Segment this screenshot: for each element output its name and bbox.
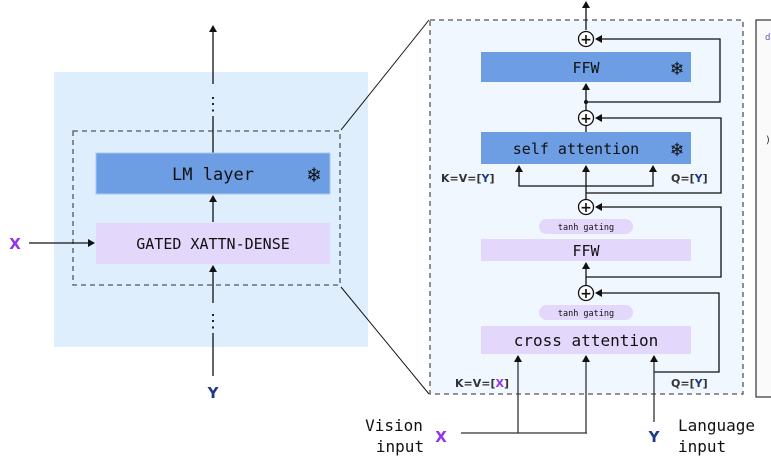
cross-attention-label: cross attention — [514, 331, 659, 350]
self-attention-block — [481, 132, 691, 164]
plus-icon: + — [580, 32, 592, 48]
lm-layer-block — [95, 152, 331, 195]
snowflake-icon: ❄ — [671, 56, 683, 80]
left-y-label: Y — [207, 384, 220, 402]
tanh-gating-label: tanh gating — [558, 223, 614, 233]
lm-layer-label: LM layer — [172, 165, 254, 185]
tanh-gating-badge-xattn — [539, 305, 633, 320]
zoom-connector-top — [340, 19, 430, 131]
gated-xattn-dense-label: GATED XATTN-DENSE — [136, 235, 290, 253]
language-input-label-line1: Language — [678, 416, 755, 435]
snowflake-icon: ❄ — [307, 163, 320, 188]
self-kv-arrow — [515, 165, 586, 187]
self-attention-label: self attention — [513, 140, 639, 158]
ffw-frozen-label: FFW — [572, 59, 600, 77]
branch-dot — [584, 100, 588, 104]
language-y-label: Y — [648, 428, 661, 446]
plus-icon: + — [580, 111, 592, 127]
residual-add-2 — [577, 109, 595, 127]
ffw-frozen-block — [481, 52, 691, 82]
ffw-gated-label: FFW — [572, 242, 600, 260]
left-x-label: X — [9, 235, 21, 253]
top-ellipsis: ⋮ — [204, 94, 222, 115]
ffw-gated-block — [481, 239, 691, 261]
gated-xattn-dense-block — [96, 223, 330, 264]
code-panel — [755, 19, 771, 398]
self-kv-label: K=V=[Y] — [441, 172, 495, 185]
zoom-region-box — [72, 130, 341, 286]
cross-kv-label: K=V=[X] — [455, 377, 509, 390]
outer-panel — [54, 72, 368, 347]
vision-input-label-line1: Vision — [365, 416, 423, 435]
residual-add-4 — [577, 284, 595, 302]
residual-skip-3 — [586, 203, 722, 278]
vision-x-label: X — [435, 428, 447, 446]
cross-attention-block — [481, 326, 691, 354]
code-fragment-paren: ) — [765, 135, 771, 146]
residual-skip-1 — [586, 35, 721, 103]
snowflake-icon: ❄ — [671, 137, 683, 161]
tanh-gating-label: tanh gating — [558, 309, 614, 319]
bottom-ellipsis: ⋮ — [204, 311, 222, 332]
self-q-label: Q=[Y] — [671, 172, 708, 185]
vision-input-label-line2: input — [376, 437, 424, 456]
residual-skip-4 — [595, 289, 720, 373]
language-input-label-line2: input — [678, 437, 726, 456]
plus-icon: + — [580, 286, 592, 302]
cross-q-label: Q=[Y] — [671, 377, 708, 390]
residual-add-1 — [577, 30, 595, 48]
residual-skip-2 — [586, 114, 722, 194]
tanh-gating-badge-ffw — [539, 219, 633, 234]
code-fragment-top: d — [765, 33, 770, 43]
plus-icon: + — [580, 200, 592, 216]
self-q-arrow — [586, 165, 657, 187]
zoom-connector-bottom — [340, 286, 430, 395]
residual-add-3 — [577, 198, 595, 216]
